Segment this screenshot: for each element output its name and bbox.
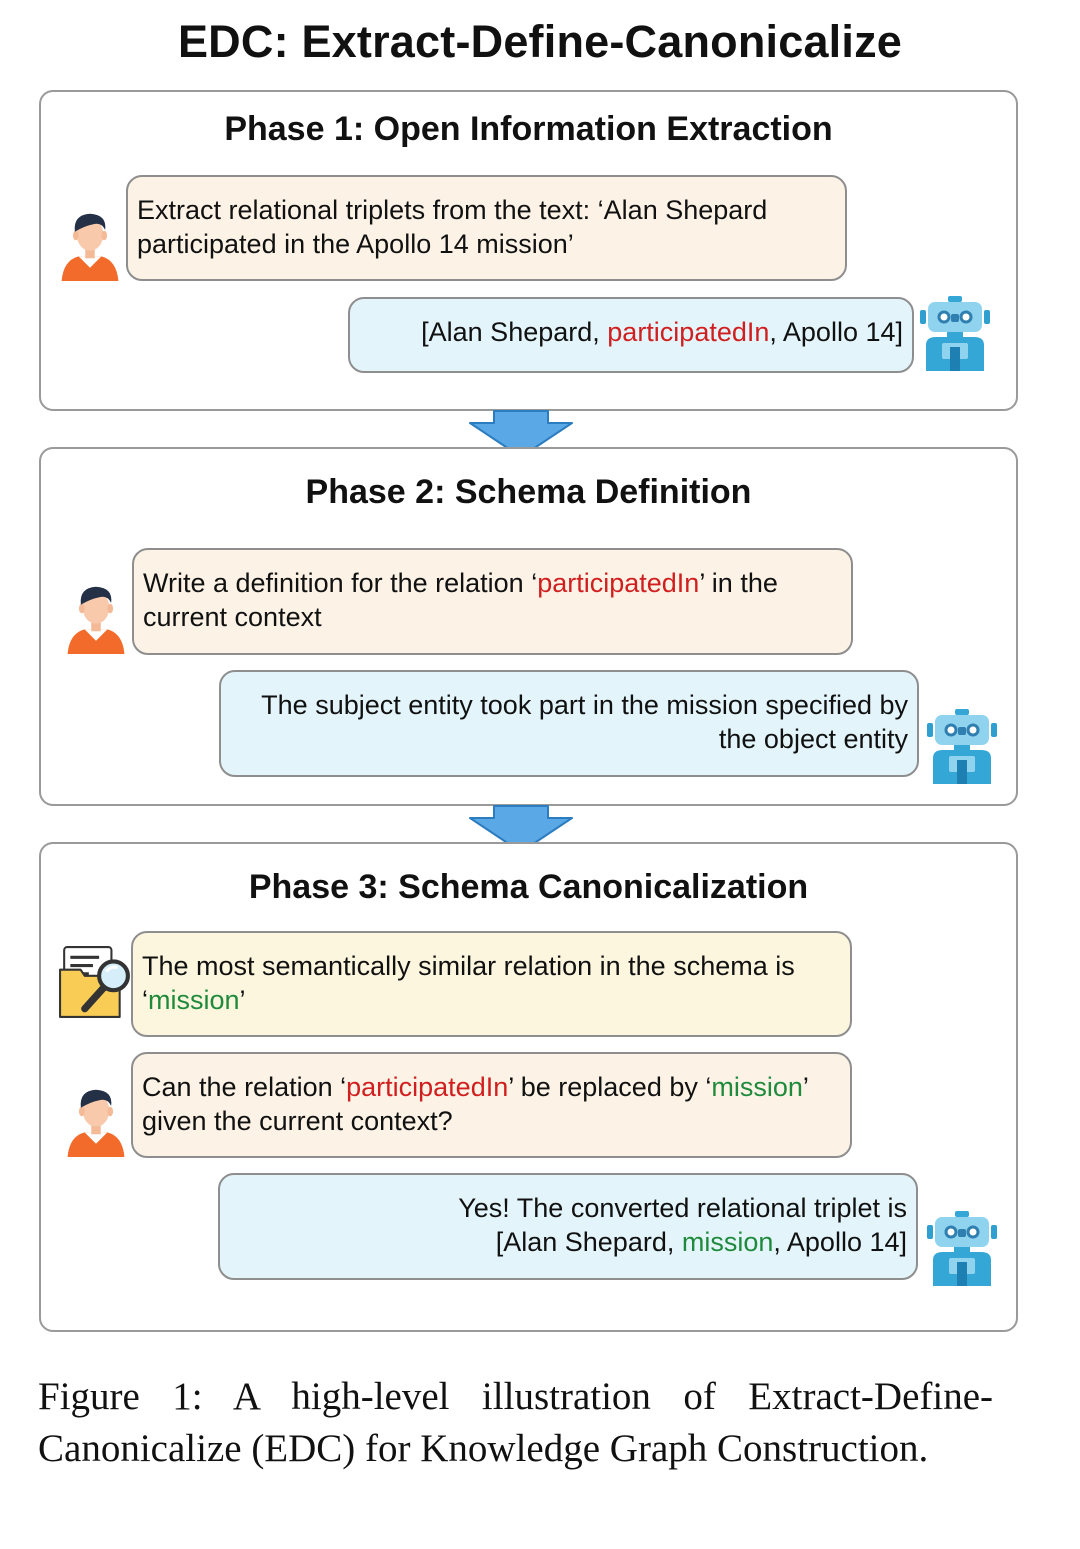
relation-participatedin: participatedIn [537,568,700,598]
similar-relation-suffix: ’ [239,985,246,1015]
relation-mission: mission [711,1072,803,1102]
document-search-icon [58,945,132,1019]
replace-question-prefix: Can the relation ‘ [142,1072,347,1102]
phase-1-user-text: Extract relational triplets from the tex… [137,195,768,259]
phase-3-title: Phase 3: Schema Canonicalization [248,868,809,906]
phase-2-title: Phase 2: Schema Definition [305,473,752,511]
phase-1-title: Phase 1: Open Information Extraction [224,110,833,148]
person-icon [63,1085,129,1157]
figure-caption: Figure 1: A high-level illustration of E… [38,1375,993,1470]
phase-1-panel: Phase 1: Open Information Extraction Ext… [39,90,1018,411]
triplet-prefix: [Alan Shepard, [421,317,608,347]
replace-question-suffix: ’ given the current context? [142,1072,808,1136]
person-icon [63,582,129,654]
figure-title: EDC: Extract-Define-Canonicalize [177,16,903,67]
relation-participatedin: participatedIn [346,1072,509,1102]
person-icon [57,209,123,281]
relation-mission: mission [681,1227,774,1257]
phase-2-bot-bubble: The subject entity took part in the miss… [219,670,919,777]
phase-2-user-bubble: Write a definition for the relation ‘par… [132,548,853,655]
relation-participatedin: participatedIn [607,317,770,347]
phase-3-panel: Phase 3: Schema Canonicalization The mos… [39,842,1018,1332]
triplet-suffix: , Apollo 14] [769,317,903,347]
definition-prompt-prefix: Write a definition for the relation ‘ [143,568,538,598]
triplet-prefix: [Alan Shepard, [495,1227,682,1257]
similar-relation-prefix: The most semantically similar relation i… [142,951,795,1015]
definition-text: The subject entity took part in the miss… [261,690,908,754]
phase-3-search-bubble: The most semantically similar relation i… [131,931,852,1037]
converted-triplet-intro: Yes! The converted relational triplet is [458,1193,907,1223]
robot-icon [927,708,997,784]
phase-2-panel: Phase 2: Schema Definition Write a defin… [39,447,1018,806]
phase-3-user-bubble: Can the relation ‘participatedIn’ be rep… [131,1052,852,1158]
phase-1-bot-bubble: [Alan Shepard, participatedIn, Apollo 14… [348,297,914,373]
phase-1-user-bubble: Extract relational triplets from the tex… [126,175,847,281]
robot-icon [927,1210,997,1286]
phase-3-bot-bubble: Yes! The converted relational triplet is… [218,1173,918,1280]
relation-mission: mission [148,985,240,1015]
robot-icon [920,295,990,371]
definition-prompt-suffix: ’ in the current context [143,568,778,632]
replace-question-middle: ’ be replaced by ‘ [508,1072,712,1102]
triplet-suffix: , Apollo 14] [773,1227,907,1257]
